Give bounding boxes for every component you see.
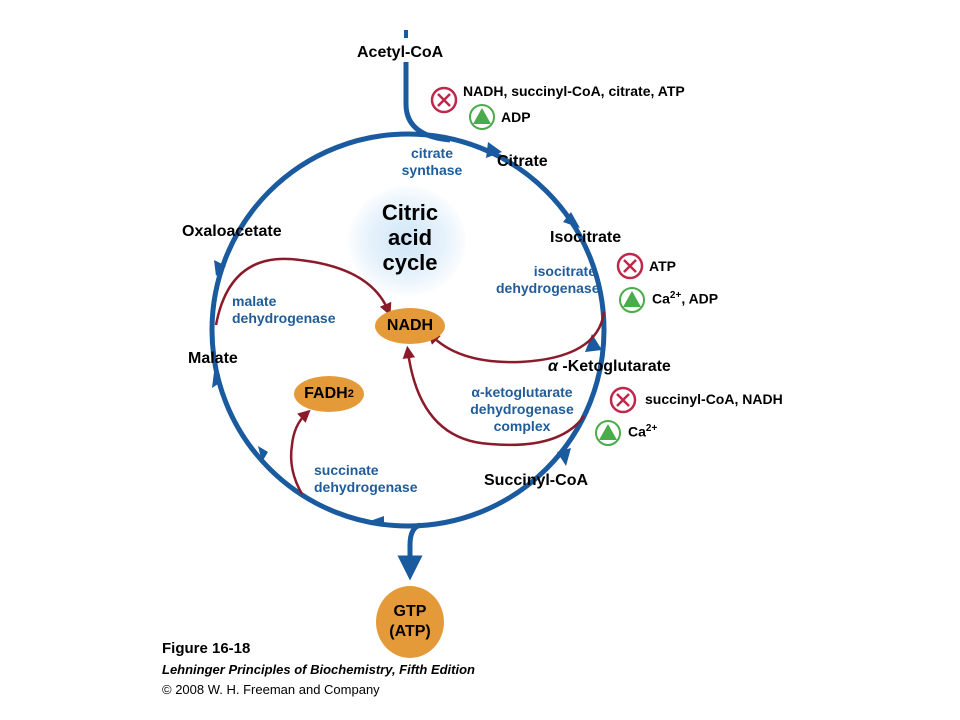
caption-copyright: © 2008 W. H. Freeman and Company [162,682,380,697]
enzyme-citrate-synthase-line-2: synthase [401,162,463,178]
enzyme-succinate-dh-line-1: succinate [314,462,379,478]
enzyme-isocitrate-dh-line-1: isocitrate [533,263,596,279]
isocitrate-dh-activators-charge: 2+ [669,290,682,301]
title-line-3: cycle [382,250,438,275]
citrate-synthase-inhibitors: NADH, succinyl-CoA, citrate, ATP [463,83,685,99]
akg-dh-activators: Ca2+ [628,423,657,440]
metabolite-malate: Malate [188,350,238,367]
enzyme-citrate-synthase: citrate synthase [398,145,466,179]
nadh-arrow-akg-dh [402,345,586,447]
isocitrate-dh-activators-rest: , ADP [681,290,719,307]
nadh-arrow-isocitrate-dh [427,311,606,364]
akg-dh-inhibitors: succinyl-CoA, NADH [645,391,783,407]
enzyme-isocitrate-dh-line-2: dehydrogenase [496,280,600,296]
cycle-ring [209,131,607,529]
arrowhead-oxaloacetate [214,260,226,276]
arrowhead-fumarate [258,446,268,462]
circle-triangle-icon [619,287,645,313]
circle-x-icon [430,86,458,114]
metabolite-succinyl-coa: Succinyl-CoA [484,472,589,489]
product-nadh: NADH [375,308,445,344]
fadh2-text: FADH [304,385,348,402]
circle-triangle-icon [595,420,621,446]
fadh2-subscript: 2 [347,388,354,400]
circle-x-icon [609,386,637,414]
enzyme-citrate-synthase-line-1: citrate [410,145,454,161]
isocitrate-dh-activators-ion: Ca [652,290,670,307]
akg-dh-activators-ion: Ca [628,423,646,440]
enzyme-akg-dh-line-1: α-ketoglutarate [471,384,573,400]
isocitrate-dh-inhibitors: ATP [649,258,676,274]
nadh-arrow-malate-dh [214,257,392,326]
circle-triangle-icon [469,104,495,130]
acetyl-coa-inflow-arrow [403,62,451,143]
metabolite-oxaloacetate: Oxaloacetate [182,223,282,240]
citrate-synthase-activators: ADP [501,109,531,125]
caption-figure-number: Figure 16-18 [162,640,251,657]
akg-dh-activators-charge: 2+ [645,423,658,434]
title-line-1: Citric [381,200,439,225]
gtp-outflow-arrow [397,522,423,581]
enzyme-succinate-dehydrogenase: succinate dehydrogenase [314,462,438,496]
enzyme-malate-dh-line-1: malate [232,293,277,309]
enzyme-malate-dehydrogenase: malate dehydrogenase [232,293,352,327]
enzyme-isocitrate-dehydrogenase: isocitrate dehydrogenase [496,263,600,297]
circle-x-icon [616,252,644,280]
gtp-text: GTP [393,603,427,620]
arrowhead-succinate [370,516,384,527]
title-glow [348,186,466,296]
enzyme-akg-dh-line-3: complex [493,418,551,434]
arrowhead-succinyl-coa [557,448,571,466]
fadh2-arrow-succinate-dh [289,409,311,495]
metabolite-citrate: Citrate [497,153,548,170]
atp-text: (ATP) [389,623,431,640]
isocitrate-dh-activators: Ca2+, ADP [652,290,718,307]
metabolite-isocitrate: Isocitrate [550,229,622,246]
enzyme-malate-dh-line-2: dehydrogenase [232,310,336,326]
diagram-title: Citric acid cycle [372,200,448,275]
arrowhead-malate [212,372,221,388]
enzyme-akg-dehydrogenase-complex: α-ketoglutarate dehydrogenase complex [460,384,584,435]
arrowhead-citrate [486,142,502,158]
metabolite-acetyl-coa: Acetyl-CoA [357,44,444,61]
enzyme-akg-dh-line-2: dehydrogenase [470,401,574,417]
product-gtp-atp: GTP (ATP) [376,586,444,658]
alpha-ketoglutarate-text: -Ketoglutarate [562,358,671,375]
metabolite-alpha-ketoglutarate: α -Ketoglutarate [548,358,671,376]
enzyme-succinate-dh-line-2: dehydrogenase [314,479,418,495]
arrowhead-isocitrate [563,212,580,228]
caption-book-title: Lehninger Principles of Biochemistry, Fi… [162,662,475,677]
arrowhead-akg [585,334,602,352]
alpha-symbol: α [548,358,558,375]
title-line-2: acid [387,225,433,250]
